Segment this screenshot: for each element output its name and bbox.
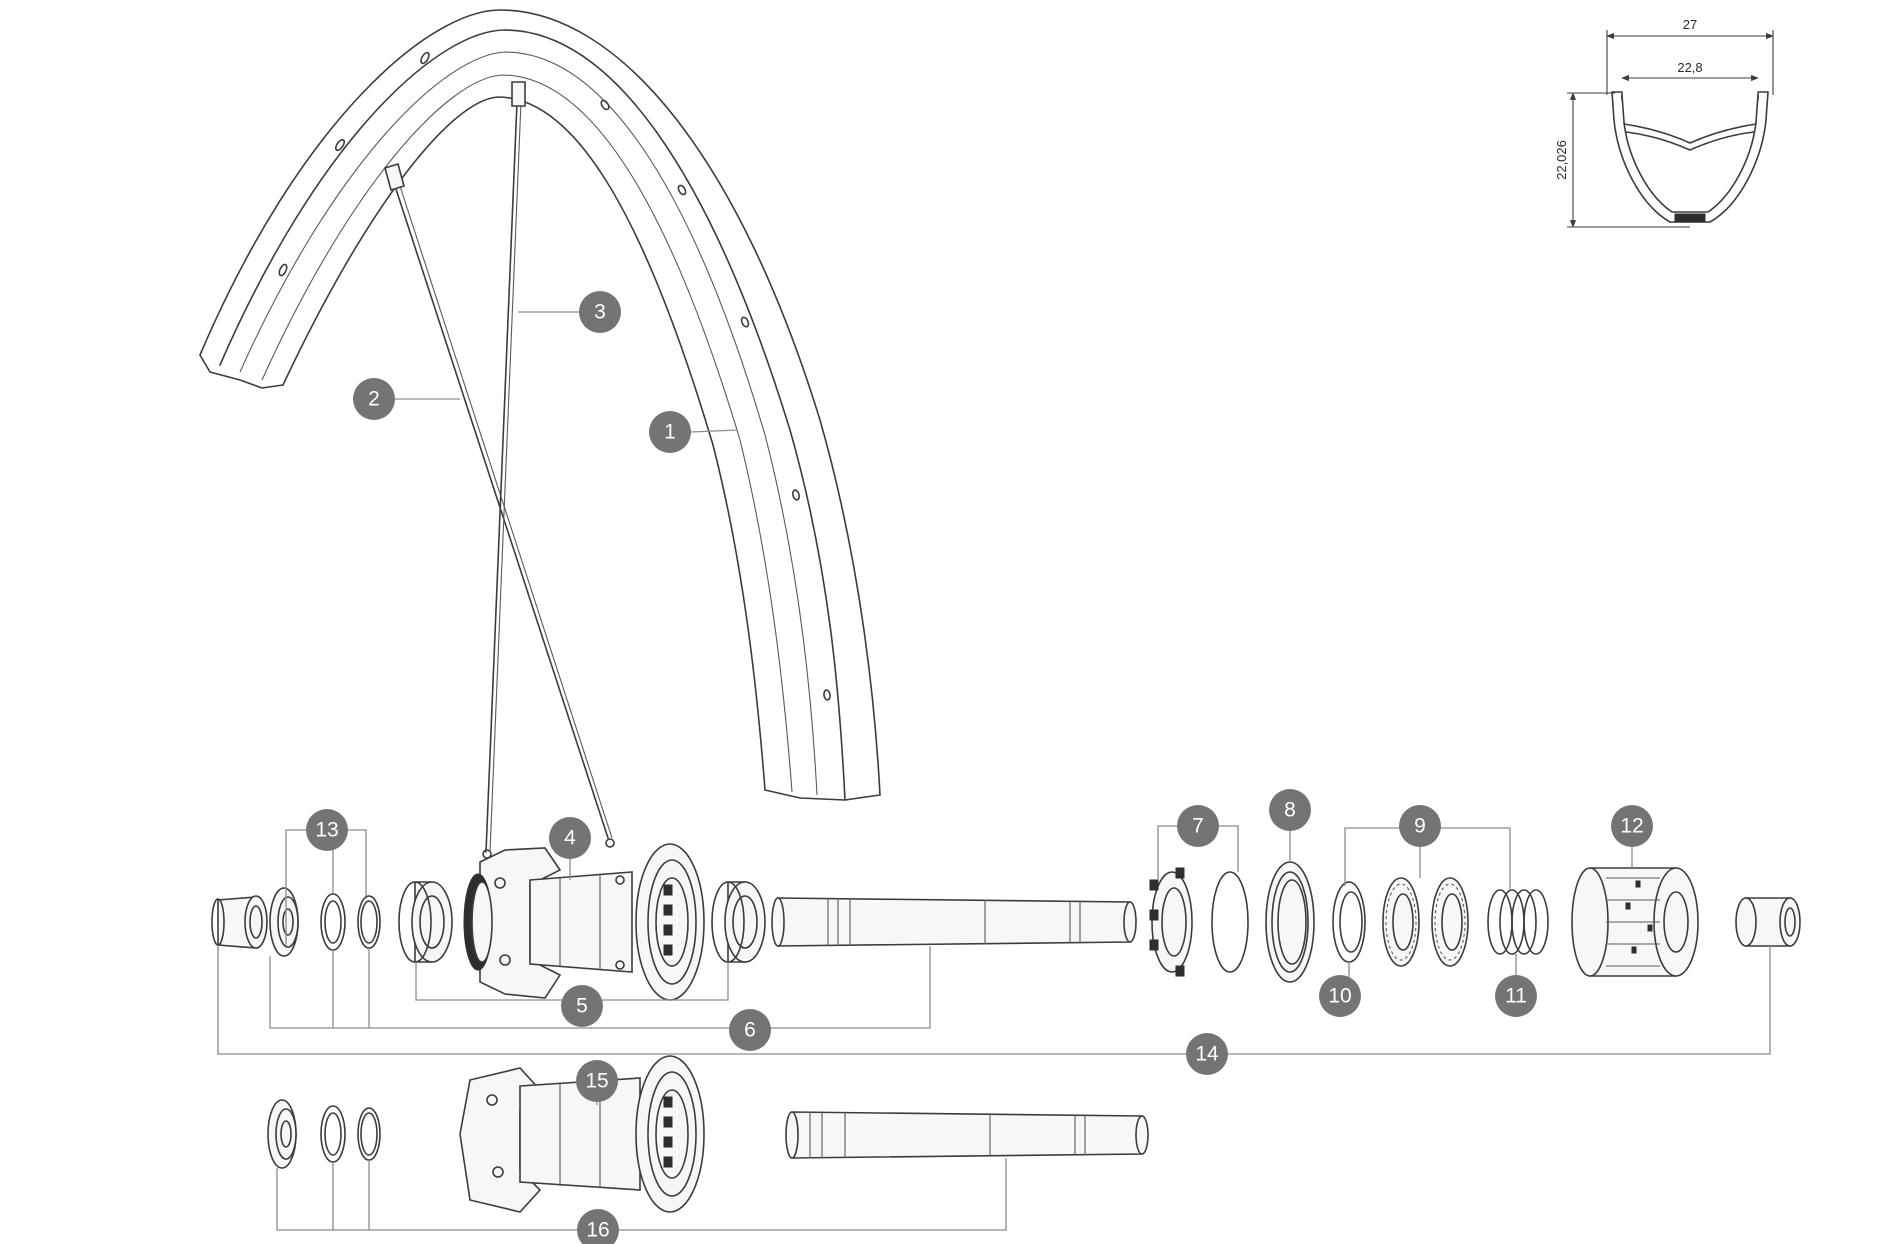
inner-width-label: 22,8 — [1677, 60, 1702, 75]
callout-label: 16 — [586, 1219, 609, 1242]
spoke-3 — [482, 81, 526, 859]
callout-label: 10 — [1328, 985, 1351, 1008]
callout-14: 14 — [1186, 1033, 1228, 1075]
callout-7: 7 — [1177, 805, 1219, 847]
height-label: 22,026 — [1554, 140, 1569, 180]
snap-ring — [1211, 871, 1249, 973]
callout-1: 1 — [649, 411, 691, 453]
outer-width-label: 27 — [1683, 17, 1697, 32]
leader-lines — [217, 311, 1771, 1231]
left-bearing — [398, 881, 453, 963]
callout-label: 15 — [585, 1070, 608, 1093]
rim — [199, 9, 881, 801]
callout-10: 10 — [1319, 975, 1361, 1017]
callout-12: 12 — [1611, 805, 1653, 847]
ratchet-spacer — [1332, 881, 1366, 963]
hub-body — [463, 843, 705, 1001]
callout-label: 7 — [1192, 815, 1204, 838]
left-end-cap — [211, 895, 268, 949]
callout-label: 9 — [1414, 815, 1426, 838]
callout-label: 11 — [1505, 985, 1527, 1008]
ratchet-springs — [1487, 889, 1549, 955]
callout-label: 12 — [1620, 815, 1643, 838]
callout-3: 3 — [579, 291, 621, 333]
callout-4: 4 — [549, 817, 591, 859]
callout-label: 2 — [368, 388, 380, 411]
callout-label: 5 — [576, 995, 588, 1018]
left-clip-ring — [357, 895, 381, 949]
callout-label: 1 — [664, 421, 676, 444]
callout-label: 8 — [1284, 799, 1296, 822]
callout-13: 13 — [306, 809, 348, 851]
ratchet-ring-right — [1431, 877, 1469, 967]
alt-seal-cap — [267, 1099, 297, 1169]
rim-spoke-holes — [278, 51, 831, 701]
ratchet-star — [1149, 867, 1193, 977]
alt-hub-body — [459, 1055, 705, 1213]
callout-11: 11 — [1495, 975, 1537, 1017]
alt-axle — [785, 1111, 1149, 1159]
callout-2: 2 — [353, 378, 395, 420]
callout-label: 14 — [1195, 1043, 1219, 1066]
spoke-2 — [384, 162, 615, 848]
callout-5: 5 — [561, 985, 603, 1027]
right-bearing — [711, 881, 766, 963]
callout-label: 3 — [594, 301, 606, 324]
callout-9: 9 — [1399, 805, 1441, 847]
alt-clip-ring — [357, 1107, 381, 1161]
callout-6: 6 — [729, 1009, 771, 1051]
left-spacer-ring — [320, 893, 346, 951]
callout-label: 13 — [315, 819, 338, 842]
ratchet-ring-left — [1382, 877, 1420, 967]
axle — [771, 897, 1137, 947]
callout-label: 4 — [564, 827, 576, 850]
hub-pawl-teeth — [663, 884, 673, 956]
callout-16: 16 — [577, 1209, 619, 1244]
rim-profile-section: 27 22,8 22,026 — [1554, 17, 1774, 228]
right-end-cap — [1735, 897, 1801, 947]
alt-spacer-ring — [320, 1105, 346, 1163]
left-seal-cap — [269, 887, 299, 957]
callout-label: 6 — [744, 1019, 756, 1042]
drive-seal — [1265, 861, 1315, 983]
callout-15: 15 — [576, 1060, 618, 1102]
callout-8: 8 — [1269, 789, 1311, 831]
freehub-body — [1571, 867, 1699, 977]
